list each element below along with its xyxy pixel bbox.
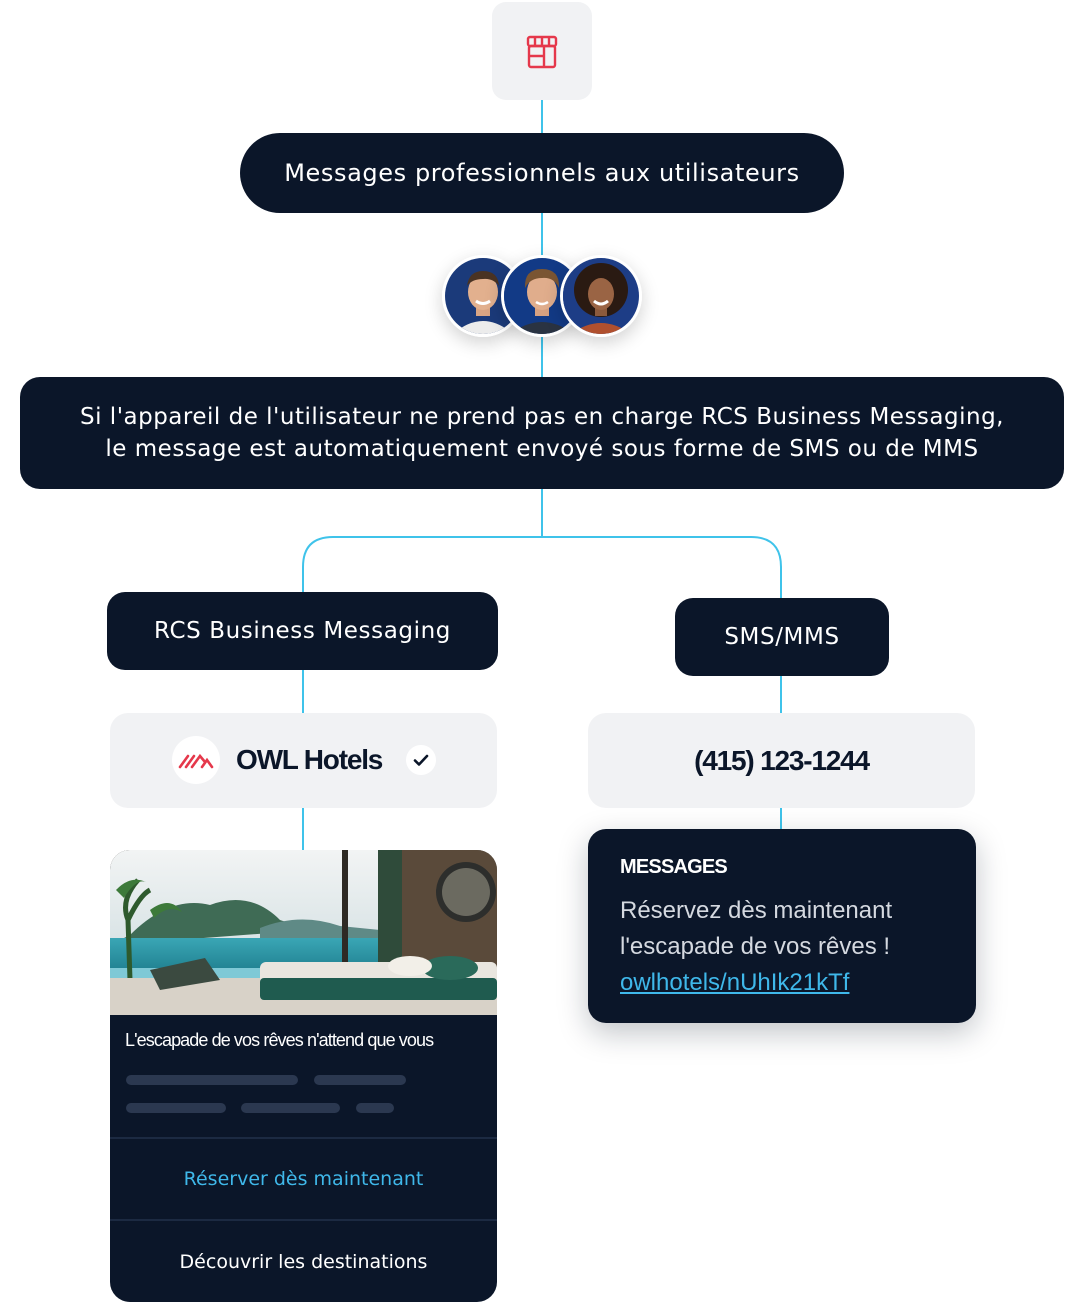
fallback-line-2: le message est automatiquement envoyé so… — [105, 436, 979, 462]
sms-message-body: Réservez dès maintenant l'escapade de vo… — [620, 893, 950, 1001]
book-now-button[interactable]: Réserver dès maintenant — [183, 1168, 424, 1190]
sms-message-card: MESSAGES Réservez dès maintenant l'escap… — [588, 829, 976, 1023]
action-divider — [110, 1219, 497, 1221]
storefront-icon — [526, 35, 558, 69]
sender-name: OWL Hotels — [236, 744, 383, 775]
rcs-sender-header: OWL Hotels — [110, 713, 497, 808]
business-messages-label: Messages professionnels aux utilisateurs — [284, 159, 800, 187]
placeholder-text-line — [126, 1103, 226, 1113]
verified-check-icon — [406, 745, 436, 775]
business-icon-card — [492, 2, 592, 100]
rcs-branch-pill: RCS Business Messaging — [107, 592, 498, 670]
sms-branch-pill: SMS/MMS — [675, 598, 889, 676]
placeholder-text-line — [314, 1075, 406, 1085]
placeholder-text-line — [356, 1103, 394, 1113]
sms-branch-label: SMS/MMS — [724, 624, 840, 650]
placeholder-text-line — [241, 1103, 340, 1113]
sms-sender-header: (415) 123-1244 — [588, 713, 975, 808]
business-messages-pill: Messages professionnels aux utilisateurs — [240, 133, 844, 213]
rcs-rich-card: L'escapade de vos rêves n'attend que vou… — [110, 850, 497, 1302]
owl-hotels-logo — [172, 736, 220, 784]
hotel-room-image — [110, 850, 497, 1015]
sender-phone-number: (415) 123-1244 — [694, 744, 870, 776]
action-divider — [110, 1137, 497, 1139]
fallback-line-1: Si l'appareil de l'utilisateur ne prend … — [80, 404, 1004, 430]
fallback-explanation: Si l'appareil de l'utilisateur ne prend … — [20, 377, 1064, 489]
sms-text-line-2: l'escapade de vos rêves ! — [620, 933, 891, 960]
rcs-branch-label: RCS Business Messaging — [154, 618, 451, 644]
placeholder-text-line — [126, 1075, 298, 1085]
sms-link[interactable]: owlhotels/nUhIk21kTf — [620, 969, 850, 996]
discover-destinations-button[interactable]: Découvrir les destinations — [179, 1250, 428, 1273]
messages-app-label: MESSAGES — [620, 856, 728, 878]
user-avatar-3 — [560, 255, 642, 337]
rich-card-title: L'escapade de vos rêves n'attend que vou… — [125, 1030, 434, 1050]
sms-text-line-1: Réservez dès maintenant — [620, 897, 893, 924]
